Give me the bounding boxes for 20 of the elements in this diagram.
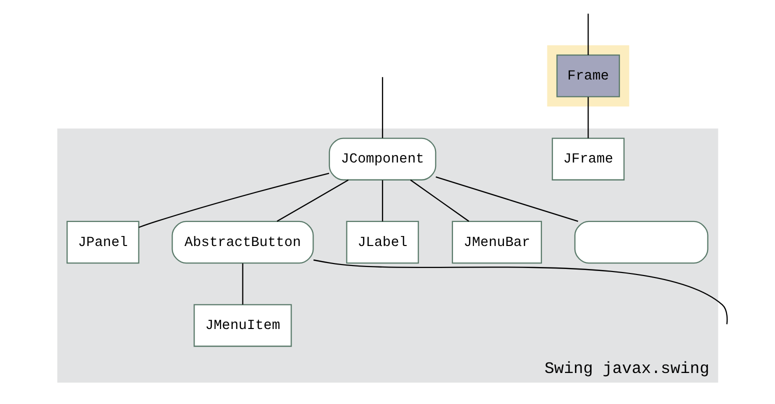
node-box: AbstractButton <box>171 220 314 264</box>
node-box: JFrame <box>551 138 624 180</box>
connector <box>312 259 728 324</box>
connector <box>435 176 578 222</box>
connector <box>242 263 243 305</box>
node-box: JMenuItem <box>193 304 292 347</box>
node-box: JPanel <box>66 220 139 264</box>
connector <box>587 97 588 138</box>
node-box: JMenuBar <box>451 220 542 264</box>
connector <box>381 180 383 222</box>
connector <box>276 180 348 222</box>
connector <box>587 14 588 56</box>
node-box: Frame <box>556 54 620 98</box>
cluster <box>546 45 629 107</box>
connector <box>138 172 329 228</box>
connector <box>410 180 469 222</box>
connector <box>381 77 383 138</box>
node-box: JLabel <box>346 220 418 264</box>
node-box: JComponent <box>328 138 436 180</box>
node-box <box>574 220 708 264</box>
